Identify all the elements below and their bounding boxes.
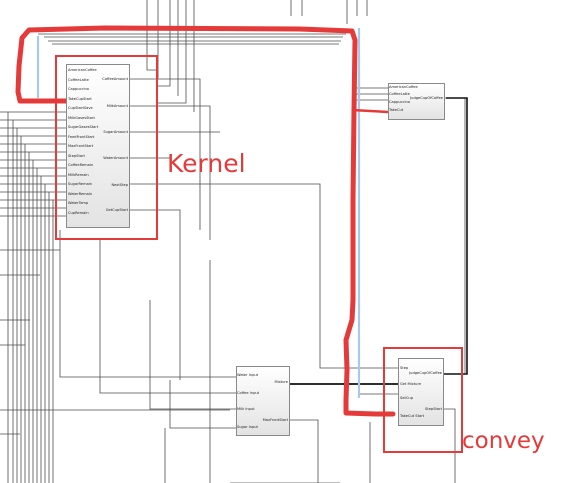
kernel-input-port: SugarRemain (68, 182, 93, 186)
kernel-output-port: SugarAmount (103, 130, 128, 134)
wire (169, 380, 236, 429)
mixture-wire (281, 97, 468, 385)
convey-output-port: JudgeCupOfCoffee (409, 371, 442, 375)
wire (146, 0, 157, 71)
mixer-input-port: Coffee Input (237, 391, 260, 395)
convey-input-port: TakeCut Start (400, 414, 425, 418)
kernel-block[interactable] (66, 64, 130, 228)
kernel-input-port: CupStartSave (68, 106, 93, 110)
kernel-input-port: MaxFrontStart (68, 144, 94, 148)
convey-highlight-box (383, 347, 463, 453)
wire (130, 183, 398, 369)
wire (130, 209, 181, 380)
mixer-input-port: Water Input (237, 373, 259, 377)
convey-annotation: convey (462, 428, 545, 454)
convey-output-port: StepStart (425, 407, 442, 411)
kernel-input-port: AmericanCoffee (68, 68, 97, 72)
highlight-route (351, 108, 389, 114)
kernel-input-port: WaterTemp (68, 201, 89, 205)
kernel-output-port: CoffeeAmount (102, 77, 128, 81)
kernel-input-port: SugarGasesStart (68, 125, 99, 129)
convey-block[interactable] (398, 358, 444, 426)
highlight-route (15, 25, 396, 417)
kernel-input-port: MilkGasesStart (68, 115, 95, 120)
kernel-input-port: CupRemain (68, 210, 89, 215)
wire (149, 300, 236, 410)
kernel-output-port: GetCupStart (105, 208, 128, 212)
mixer-output-port: MaxFrontStart (262, 418, 288, 422)
kernel-output-port: WaterAmount (103, 156, 128, 160)
wire (99, 240, 236, 394)
kernel-input-port: Cappuccino (68, 87, 89, 91)
coffee_select-input-port: CoffeeLatte (389, 92, 410, 96)
coffee_select-input-port: TakeCut (389, 108, 404, 112)
kernel-input-port: WaterRemain (68, 191, 93, 196)
wire (157, 0, 187, 104)
mixer-block[interactable] (236, 366, 290, 436)
wire (290, 419, 319, 483)
mixer-input-port: Sugar Input (237, 425, 258, 429)
wire (444, 97, 466, 374)
wire (130, 78, 201, 230)
kernel-highlight-box (55, 55, 158, 240)
kernel-output-port: NextStep (111, 183, 128, 187)
wire (59, 230, 236, 378)
kernel-output-port: MilkAmount (106, 104, 128, 108)
kernel-input-port: TakeCupStart (68, 96, 92, 101)
kernel-input-port: StepStart (68, 153, 85, 158)
coffee_select-output-port: JudgeCupOfCoffee (410, 96, 443, 100)
convey-input-port: Get Mixture (400, 382, 422, 386)
kernel-input-port: CoffeeRemain (68, 163, 94, 167)
convey-input-port: Step (400, 366, 409, 370)
wire (443, 408, 456, 483)
wire (157, 0, 171, 87)
mixer-input-port: Milk Input (237, 407, 255, 411)
kernel-input-port: FeedFrontStart (68, 134, 95, 139)
kernel-annotation: Kernel (167, 149, 246, 178)
kernel-input-port: MilkRemain (68, 172, 89, 177)
coffee-select-block[interactable] (388, 83, 445, 120)
coffee_select-input-port: Cappuccino (389, 100, 410, 104)
mixer-output-port: Mixture (274, 380, 288, 384)
convey-input-port: SetCup (400, 396, 413, 400)
coffee_select-input-port: AmericanCoffee (389, 85, 418, 89)
wire-layer (0, 0, 466, 483)
kernel-input-port: CoffeeLatte (68, 77, 89, 82)
